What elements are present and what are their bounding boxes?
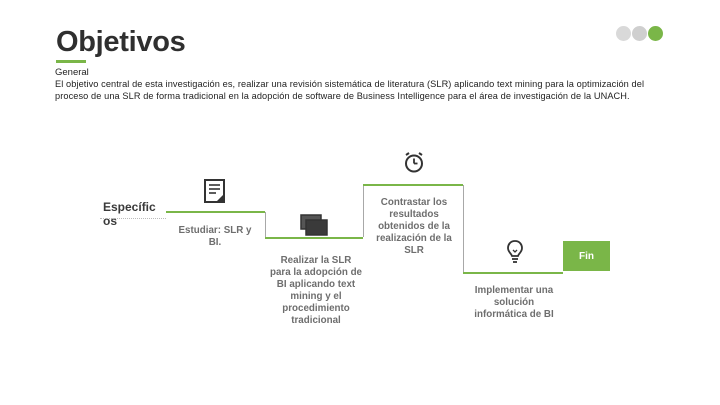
general-objective-text: El objetivo central de esta investigació… <box>55 79 645 102</box>
step-text-1: Estudiar: SLR y BI. <box>178 225 252 248</box>
dotted-guide <box>100 218 166 219</box>
step-line-4 <box>463 272 563 274</box>
nav-dot <box>632 26 647 41</box>
specific-label: Específic os <box>103 200 156 228</box>
end-box: Fin <box>563 241 610 271</box>
general-label: General <box>55 67 89 78</box>
step-riser-2 <box>363 186 364 237</box>
document-icon <box>204 179 225 203</box>
step-line-3 <box>363 184 463 186</box>
step-line-2 <box>265 237 363 239</box>
monitor-icon <box>300 214 328 236</box>
title-underline <box>56 60 86 63</box>
lightbulb-icon <box>507 240 523 263</box>
nav-dot-active <box>648 26 663 41</box>
step-line-1 <box>166 211 265 213</box>
step-riser-1 <box>265 212 266 237</box>
step-riser-3 <box>463 185 464 273</box>
slide-title: Objetivos <box>56 26 186 58</box>
step-text-3: Contrastar los resultados obtenidos de l… <box>376 197 452 256</box>
nav-dot <box>616 26 631 41</box>
step-text-2: Realizar la SLR para la adopción de BI a… <box>270 255 363 326</box>
stopwatch-icon <box>405 152 423 173</box>
step-text-4: Implementar una solución informática de … <box>474 285 554 320</box>
